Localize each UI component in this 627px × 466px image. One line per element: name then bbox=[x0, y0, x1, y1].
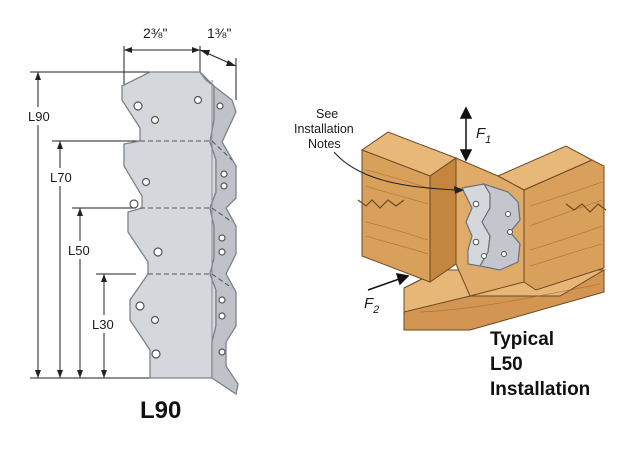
width-dimension-label: 2⅜" bbox=[143, 25, 167, 41]
installation-drawing: F1 F2 See Installation Notes Typical L50… bbox=[294, 106, 607, 400]
height-dimensions bbox=[30, 71, 150, 379]
bend-dashes bbox=[140, 140, 233, 289]
l90-angle-drawing: 2⅜" 1⅜" bbox=[26, 25, 239, 424]
height-dimension-arrows bbox=[35, 72, 107, 378]
callout-leader bbox=[333, 151, 459, 191]
force-f2-label: F2 bbox=[364, 295, 379, 316]
nail-holes bbox=[129, 95, 228, 359]
wood-joint-marks bbox=[357, 199, 607, 213]
force-f2-arrow bbox=[367, 273, 410, 291]
product-title: L90 bbox=[140, 397, 181, 424]
installed-angle-holes bbox=[472, 200, 513, 259]
force-f1-arrow bbox=[459, 106, 473, 162]
installation-notes-callout: See Installation Notes bbox=[294, 107, 357, 151]
wood-grain bbox=[365, 169, 603, 313]
height-label-l90: L90 bbox=[28, 109, 50, 124]
flange-dimension bbox=[199, 46, 237, 100]
flange-dimension-label: 1⅜" bbox=[207, 25, 231, 41]
height-label-l30: L30 bbox=[92, 317, 114, 332]
angle-front-plate bbox=[121, 71, 217, 379]
height-label-l50: L50 bbox=[68, 243, 90, 258]
installed-angle-flange bbox=[479, 182, 521, 271]
callout-arrowhead bbox=[454, 186, 464, 194]
installation-caption: Typical L50 Installation bbox=[490, 329, 590, 400]
force-f1-label: F1 bbox=[476, 125, 491, 146]
angle-side-flange bbox=[199, 71, 239, 396]
left-post-inner bbox=[429, 157, 457, 283]
height-label-l70: L70 bbox=[50, 170, 72, 185]
